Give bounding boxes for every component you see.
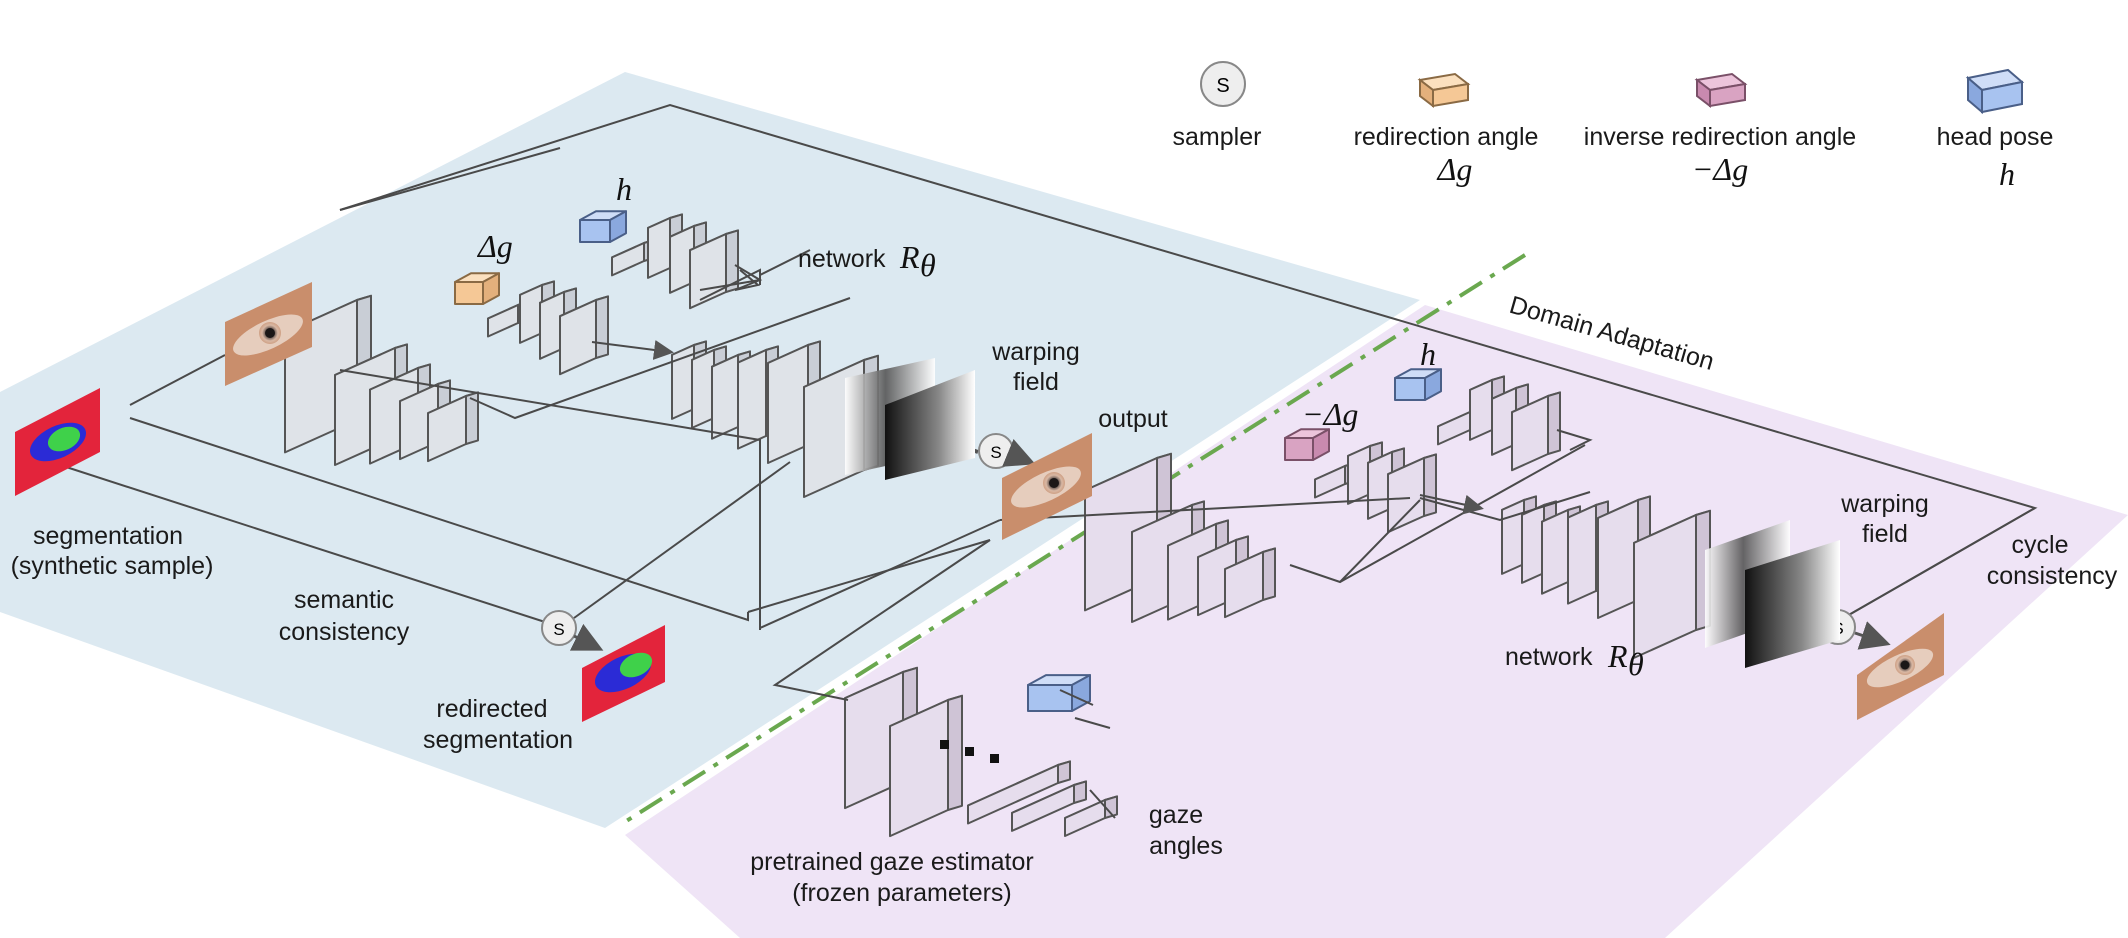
svg-text:S: S (1216, 75, 1229, 97)
svg-text:R: R (1607, 638, 1628, 674)
bottom-network-label: network R θ (1505, 638, 1644, 682)
semantic-consistency-label-2: consistency (279, 618, 410, 646)
top-sampler-symbol: S (990, 443, 1001, 462)
inverse-redirection-angle-legend-icon (1694, 72, 1748, 109)
bottom-encoder-layer-5 (1224, 547, 1276, 619)
legend-head-pose-label: head pose (1937, 123, 2054, 151)
bottom-warping-field-label-2: field (1862, 520, 1908, 548)
legend: S sampler redirection angle Δg inverse r… (1173, 61, 2054, 192)
bottom-h-layer-4 (1511, 391, 1561, 472)
bottom-decoder-layer-6 (1633, 509, 1711, 659)
bottom-h: h (1420, 336, 1436, 372)
redirected-segmentation-label-2: segmentation (423, 726, 573, 754)
redirected-segmentation-image (582, 625, 665, 722)
legend-redirection-angle-symbol: Δg (1436, 151, 1473, 187)
output-eye-image (1002, 433, 1092, 540)
top-warping-field-label-2: field (1013, 368, 1059, 396)
gaze-estimator-fc-1 (967, 760, 1071, 825)
bottom-h-block (1394, 368, 1442, 401)
sampler-legend-icon: S (1200, 61, 1246, 107)
semantic-sampler-symbol: S (553, 620, 564, 639)
gaze-estimator-fc-2 (1011, 780, 1087, 832)
top-h: h (616, 171, 632, 207)
bottom-neg-delta-g-block (1284, 428, 1330, 461)
svg-text:R: R (899, 239, 920, 275)
top-network-label: network R θ (798, 239, 936, 283)
segmentation-label-2: (synthetic sample) (11, 552, 214, 580)
gaze-estimator-label-2: (frozen parameters) (792, 879, 1012, 907)
gaze-estimator-fc-3 (1064, 795, 1118, 837)
network-blocks (284, 210, 1711, 838)
svg-text:network: network (798, 245, 886, 273)
bottom-warping-field-label-1: warping (1840, 490, 1929, 518)
legend-inverse-redirection-angle-symbol: −Δg (1692, 151, 1748, 187)
gaze-angles-label-2: angles (1149, 832, 1223, 860)
cycle-eye-image (1857, 613, 1944, 720)
legend-redirection-angle-label: redirection angle (1354, 123, 1539, 151)
gaze-estimator-head-pose-block (1027, 674, 1091, 712)
legend-inverse-redirection-angle-label: inverse redirection angle (1584, 123, 1856, 151)
legend-sampler-label: sampler (1173, 123, 1262, 151)
top-delta-g: Δg (476, 228, 513, 264)
top-delta-g-block (454, 272, 500, 305)
legend-head-pose-symbol: h (1999, 156, 2015, 192)
domain-divider (618, 253, 1527, 827)
gaze-estimator-label-1: pretrained gaze estimator (750, 848, 1033, 876)
top-h-layer-4 (689, 229, 739, 310)
redirected-segmentation-label-1: redirected (436, 695, 547, 723)
synthetic-domain-region (0, 72, 1420, 828)
segmentation-label-1: segmentation (33, 522, 183, 550)
bottom-neg-delta-g: −Δg (1302, 396, 1358, 432)
cycle-consistency-label-2: consistency (1987, 562, 2118, 590)
svg-text:network: network (1505, 643, 1593, 671)
segmentation-image (15, 388, 100, 496)
svg-text:θ: θ (920, 247, 936, 283)
cycle-consistency-label-1: cycle (2012, 531, 2069, 559)
bottom-warping-field (1705, 520, 1840, 668)
top-h-block (579, 210, 627, 243)
gaze-estimator-layer-2 (889, 694, 963, 838)
output-label: output (1098, 405, 1168, 433)
input-eye-image (225, 282, 312, 386)
gaze-angles-label-1: gaze (1149, 801, 1203, 829)
top-encoder-layer-5 (427, 391, 479, 463)
top-warping-field-label-1: warping (991, 338, 1080, 366)
semantic-consistency-label-1: semantic (294, 586, 394, 614)
redirection-angle-legend-icon (1417, 72, 1471, 109)
bottom-network-wires (772, 429, 2036, 819)
svg-text:θ: θ (1628, 646, 1644, 682)
gaze-estimator-dots (940, 740, 999, 763)
real-domain-region (625, 305, 2128, 938)
head-pose-legend-icon (1965, 68, 2025, 115)
top-warping-field (845, 358, 975, 480)
semantic-sampler: S (59, 461, 791, 651)
